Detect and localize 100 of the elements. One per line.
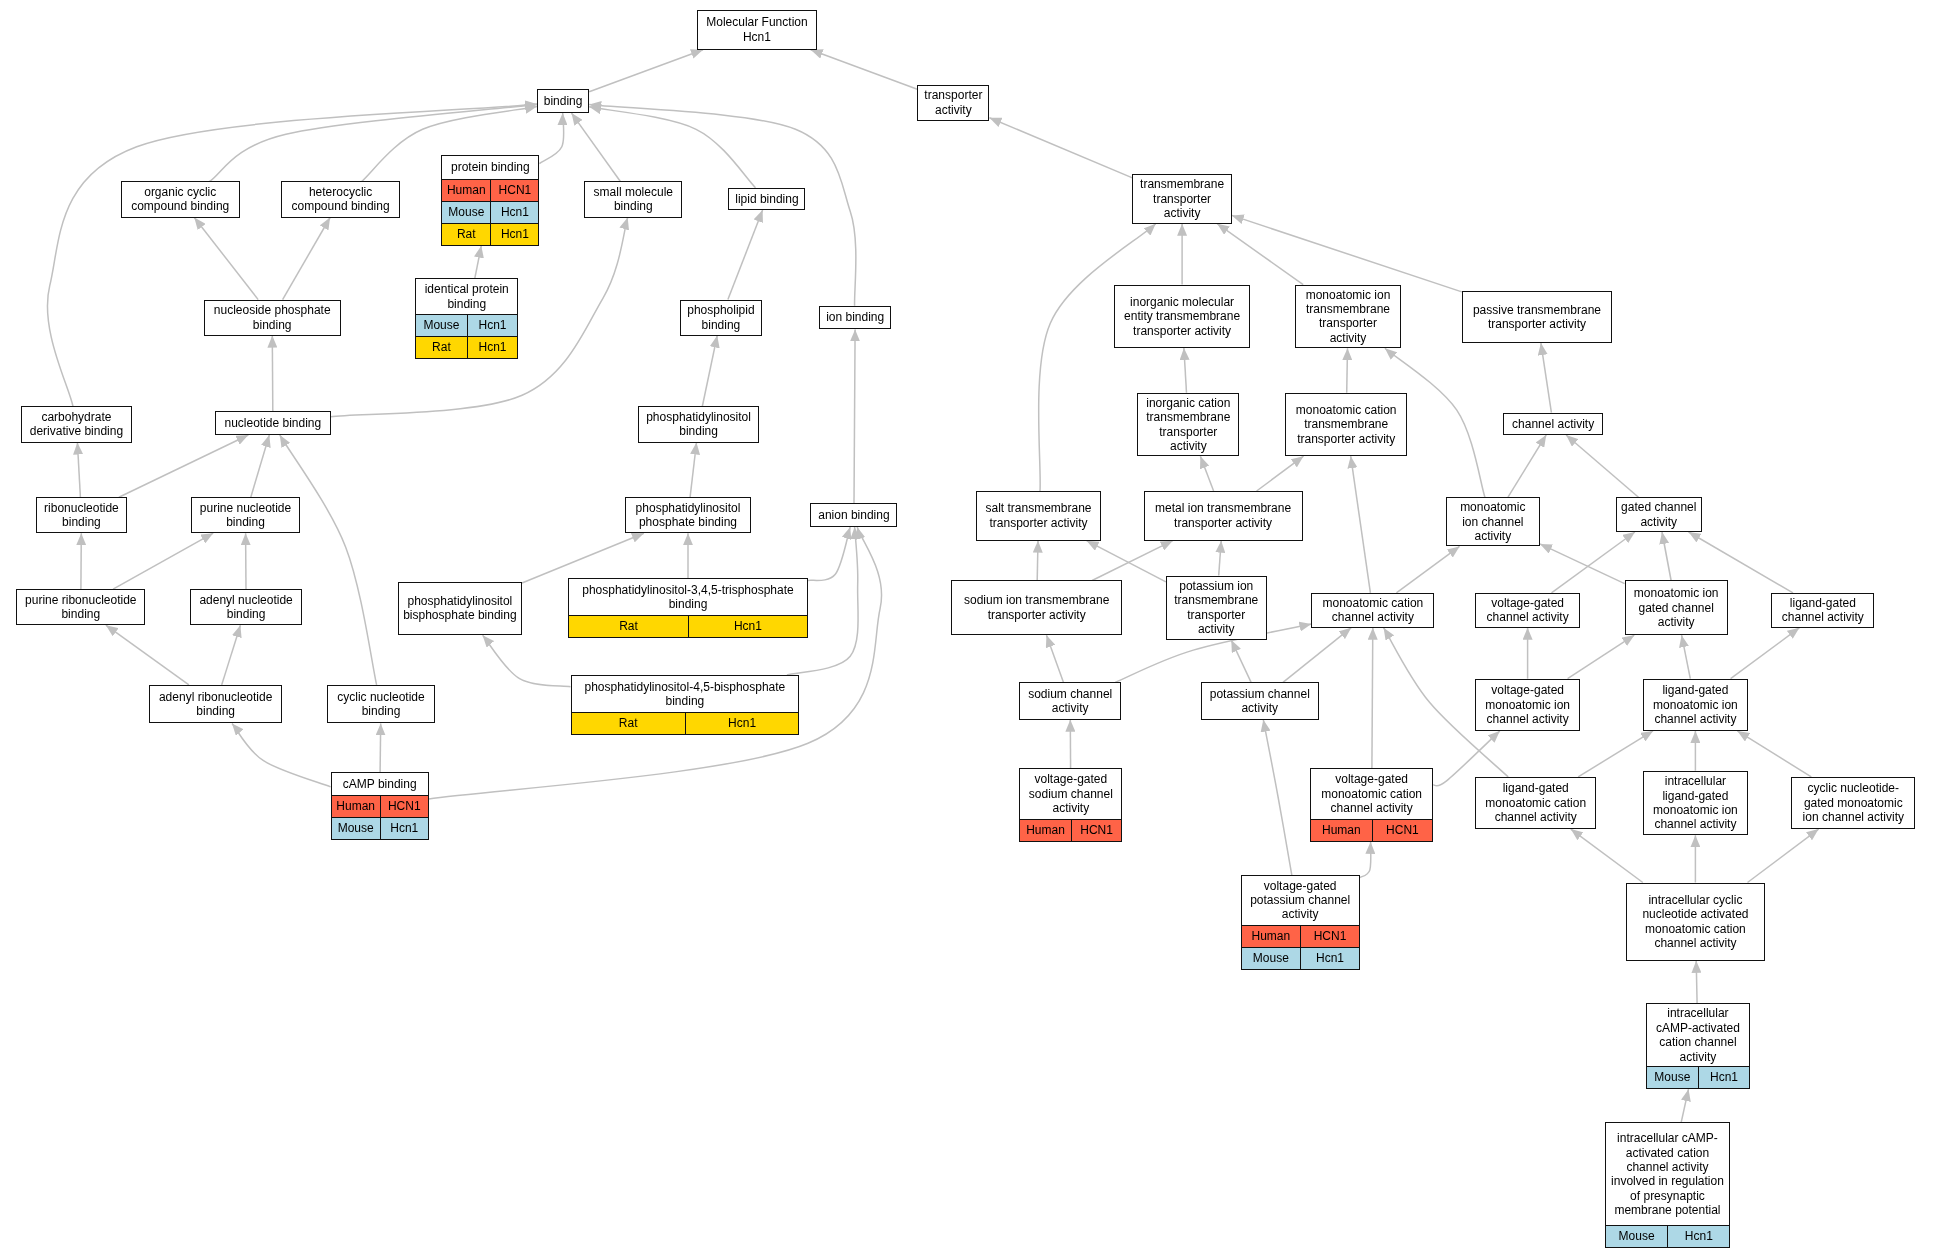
term-box: phosphatidylinositol bisphosphate binding bbox=[397, 581, 523, 636]
arrow bbox=[809, 48, 919, 90]
arrow bbox=[1045, 634, 1065, 684]
species-cell: Human bbox=[331, 795, 380, 818]
species-cell: Human bbox=[442, 178, 491, 201]
arrow bbox=[1659, 531, 1672, 582]
term-box: potassium channel activity bbox=[1200, 682, 1319, 720]
term-box: ion binding bbox=[819, 305, 892, 330]
gene-symbol-cell: Hcn1 bbox=[1667, 1225, 1730, 1248]
arrow bbox=[1260, 718, 1293, 876]
term-label: voltage-gated monoatomic cation channel activity bbox=[1320, 772, 1423, 816]
term-box: adenyl ribonucleotide binding bbox=[149, 684, 283, 724]
arrow bbox=[474, 244, 484, 280]
term-box: anion binding bbox=[810, 503, 898, 527]
term-box: monoatomic cation channel activity bbox=[1311, 592, 1435, 628]
arrow bbox=[786, 526, 861, 676]
term-box: heterocyclic compound binding bbox=[280, 181, 401, 218]
term-box: ligand-gated monoatomic cation channel activity bbox=[1475, 776, 1596, 830]
gene-symbol-cell: Hcn1 bbox=[1300, 946, 1359, 969]
arrow bbox=[1230, 639, 1252, 684]
arrow bbox=[1382, 626, 1509, 778]
gene-symbol-cell: Hcn1 bbox=[490, 200, 539, 223]
arrow bbox=[1550, 531, 1636, 594]
arrow bbox=[1432, 730, 1501, 787]
arrow bbox=[281, 216, 331, 301]
species-cell: Mouse bbox=[1646, 1066, 1698, 1089]
gene-symbol-cell: HCN1 bbox=[1300, 924, 1359, 947]
term-table bbox=[1604, 1122, 1731, 1249]
gene-symbol-cell: Hcn1 bbox=[490, 222, 539, 245]
term-box: ribonucleotide binding bbox=[36, 497, 127, 534]
species-cell: Rat bbox=[442, 222, 491, 245]
arrow bbox=[727, 209, 764, 301]
arrow bbox=[701, 334, 720, 408]
arrow bbox=[118, 434, 250, 498]
arrow bbox=[689, 441, 701, 498]
arrow bbox=[1566, 634, 1636, 680]
term-box: ligand-gated monoatomic ion channel activity bbox=[1643, 678, 1748, 731]
arrow bbox=[1680, 1088, 1691, 1124]
species-cell: Mouse bbox=[331, 817, 380, 840]
arrow bbox=[807, 526, 852, 582]
arrow bbox=[1085, 539, 1167, 583]
term-box: phosphatidylinositol binding bbox=[637, 406, 760, 443]
arrow bbox=[1687, 531, 1794, 594]
term-table bbox=[1645, 1003, 1751, 1090]
term-box: carbohydrate derivative binding bbox=[21, 406, 132, 443]
term-box: monoatomic ion gated channel activity bbox=[1624, 580, 1728, 636]
arrow bbox=[683, 532, 693, 579]
arrow bbox=[1577, 730, 1654, 778]
term-table bbox=[1310, 768, 1434, 842]
term-box: organic cyclic compound binding bbox=[120, 181, 240, 218]
species-cell: Mouse bbox=[442, 200, 491, 223]
arrow bbox=[1091, 539, 1174, 582]
species-cell: Rat bbox=[571, 712, 685, 734]
term-box: binding bbox=[536, 89, 590, 114]
term-box: sodium ion transmembrane transporter activity bbox=[950, 580, 1123, 636]
term-box: channel activity bbox=[1502, 412, 1604, 436]
arrow bbox=[279, 434, 378, 686]
term-box: cyclic nucleotide-gated monoatomic ion channel activity bbox=[1791, 776, 1916, 830]
term-box: lipid binding bbox=[728, 187, 806, 211]
term-box: inorganic molecular entity transmembrane transporter activity bbox=[1113, 284, 1251, 349]
arrow bbox=[360, 103, 538, 183]
term-label: cAMP binding bbox=[342, 776, 417, 792]
arrow bbox=[1177, 222, 1188, 286]
term-box: nucleoside phosphate binding bbox=[203, 299, 341, 336]
term-box: purine ribonucleotide binding bbox=[16, 589, 146, 626]
arrow bbox=[1342, 347, 1353, 394]
arrow bbox=[73, 441, 84, 498]
term-table bbox=[570, 674, 800, 735]
arrow bbox=[521, 532, 645, 584]
term-box: monoatomic ion transmembrane transporter activity bbox=[1295, 284, 1401, 349]
term-table bbox=[1240, 875, 1360, 970]
arrow bbox=[231, 722, 332, 788]
term-box: phosphatidylinositol phosphate binding bbox=[625, 497, 751, 534]
term-box: monoatomic ion channel activity bbox=[1445, 497, 1541, 547]
arrow bbox=[1690, 834, 1701, 884]
arrow bbox=[988, 116, 1134, 179]
arrow bbox=[1395, 545, 1461, 594]
species-cell: Rat bbox=[416, 336, 467, 359]
arrow bbox=[481, 634, 572, 688]
gene-symbol-cell: HCN1 bbox=[1070, 818, 1122, 841]
arrow bbox=[193, 216, 259, 301]
gene-symbol-cell: HCN1 bbox=[490, 178, 539, 201]
species-cell: Mouse bbox=[1605, 1225, 1668, 1248]
arrow bbox=[1037, 222, 1157, 492]
term-label: phosphatidylinositol-4,5-bisphosphate binding bbox=[583, 679, 787, 709]
gene-symbol-cell: Hcn1 bbox=[466, 314, 518, 337]
arrow bbox=[850, 328, 860, 505]
term-box: inorganic cation transmembrane transporter activity bbox=[1137, 392, 1240, 457]
arrow bbox=[428, 526, 883, 800]
arrow bbox=[1691, 960, 1702, 1004]
gene-symbol-cell: Hcn1 bbox=[1697, 1066, 1750, 1089]
gene-symbol-cell: Hcn1 bbox=[684, 712, 799, 734]
term-box: nucleotide binding bbox=[215, 411, 331, 436]
term-box: potassium ion transmembrane transporter activity bbox=[1165, 575, 1267, 641]
arrow bbox=[329, 216, 630, 418]
gene-symbol-cell: Hcn1 bbox=[379, 817, 428, 840]
arrow bbox=[1539, 543, 1626, 585]
arrow bbox=[1570, 828, 1644, 884]
term-box: transmembrane transporter activity bbox=[1132, 174, 1232, 224]
arrow bbox=[1215, 539, 1226, 577]
